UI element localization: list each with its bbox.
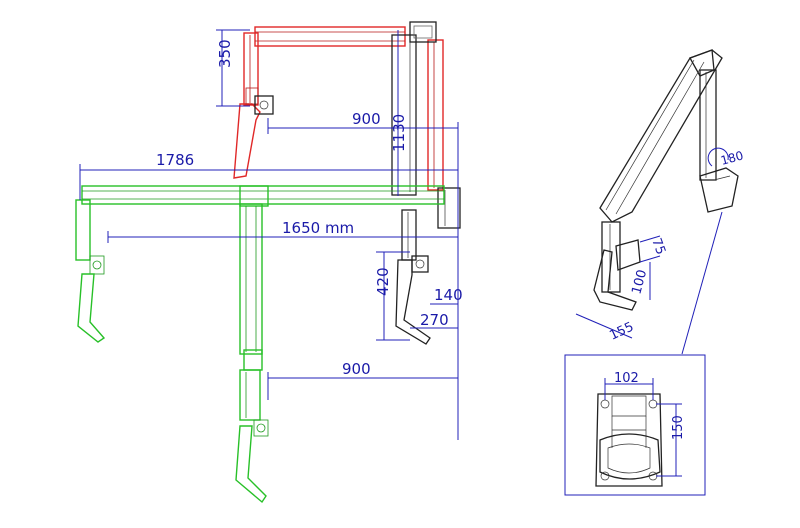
dim-iso-155: 155: [607, 320, 636, 344]
dim-plate-width: 102: [614, 371, 639, 386]
column-structure: [254, 21, 461, 345]
dim-total-width: 1786: [156, 151, 194, 169]
dim-drop-height: 420: [374, 267, 392, 296]
dim-iso-75: 75: [648, 236, 668, 257]
dimension-lines: [79, 29, 459, 440]
dim-iso-100: 100: [629, 268, 650, 296]
dim-height-top: 350: [216, 39, 234, 68]
dim-offset-270: 270: [420, 311, 449, 329]
dim-rotation: 180: [719, 148, 745, 167]
dim-arm-length: 1650 mm: [282, 219, 354, 237]
dim-reach-top: 900: [352, 110, 381, 128]
dim-column-height: 1130: [390, 114, 408, 152]
dim-offset-140: 140: [434, 286, 463, 304]
isometric-dimensions: [575, 147, 729, 355]
arm-extended-position: [75, 185, 445, 504]
mounting-plate-detail: [564, 354, 706, 496]
dim-plate-height: 150: [671, 415, 686, 440]
dim-reach-bottom: 900: [342, 360, 371, 378]
isometric-view: [593, 49, 739, 311]
